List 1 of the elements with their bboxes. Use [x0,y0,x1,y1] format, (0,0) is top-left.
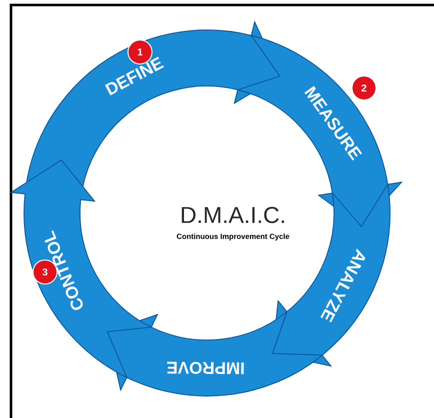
number-badge: 2 [352,76,376,100]
